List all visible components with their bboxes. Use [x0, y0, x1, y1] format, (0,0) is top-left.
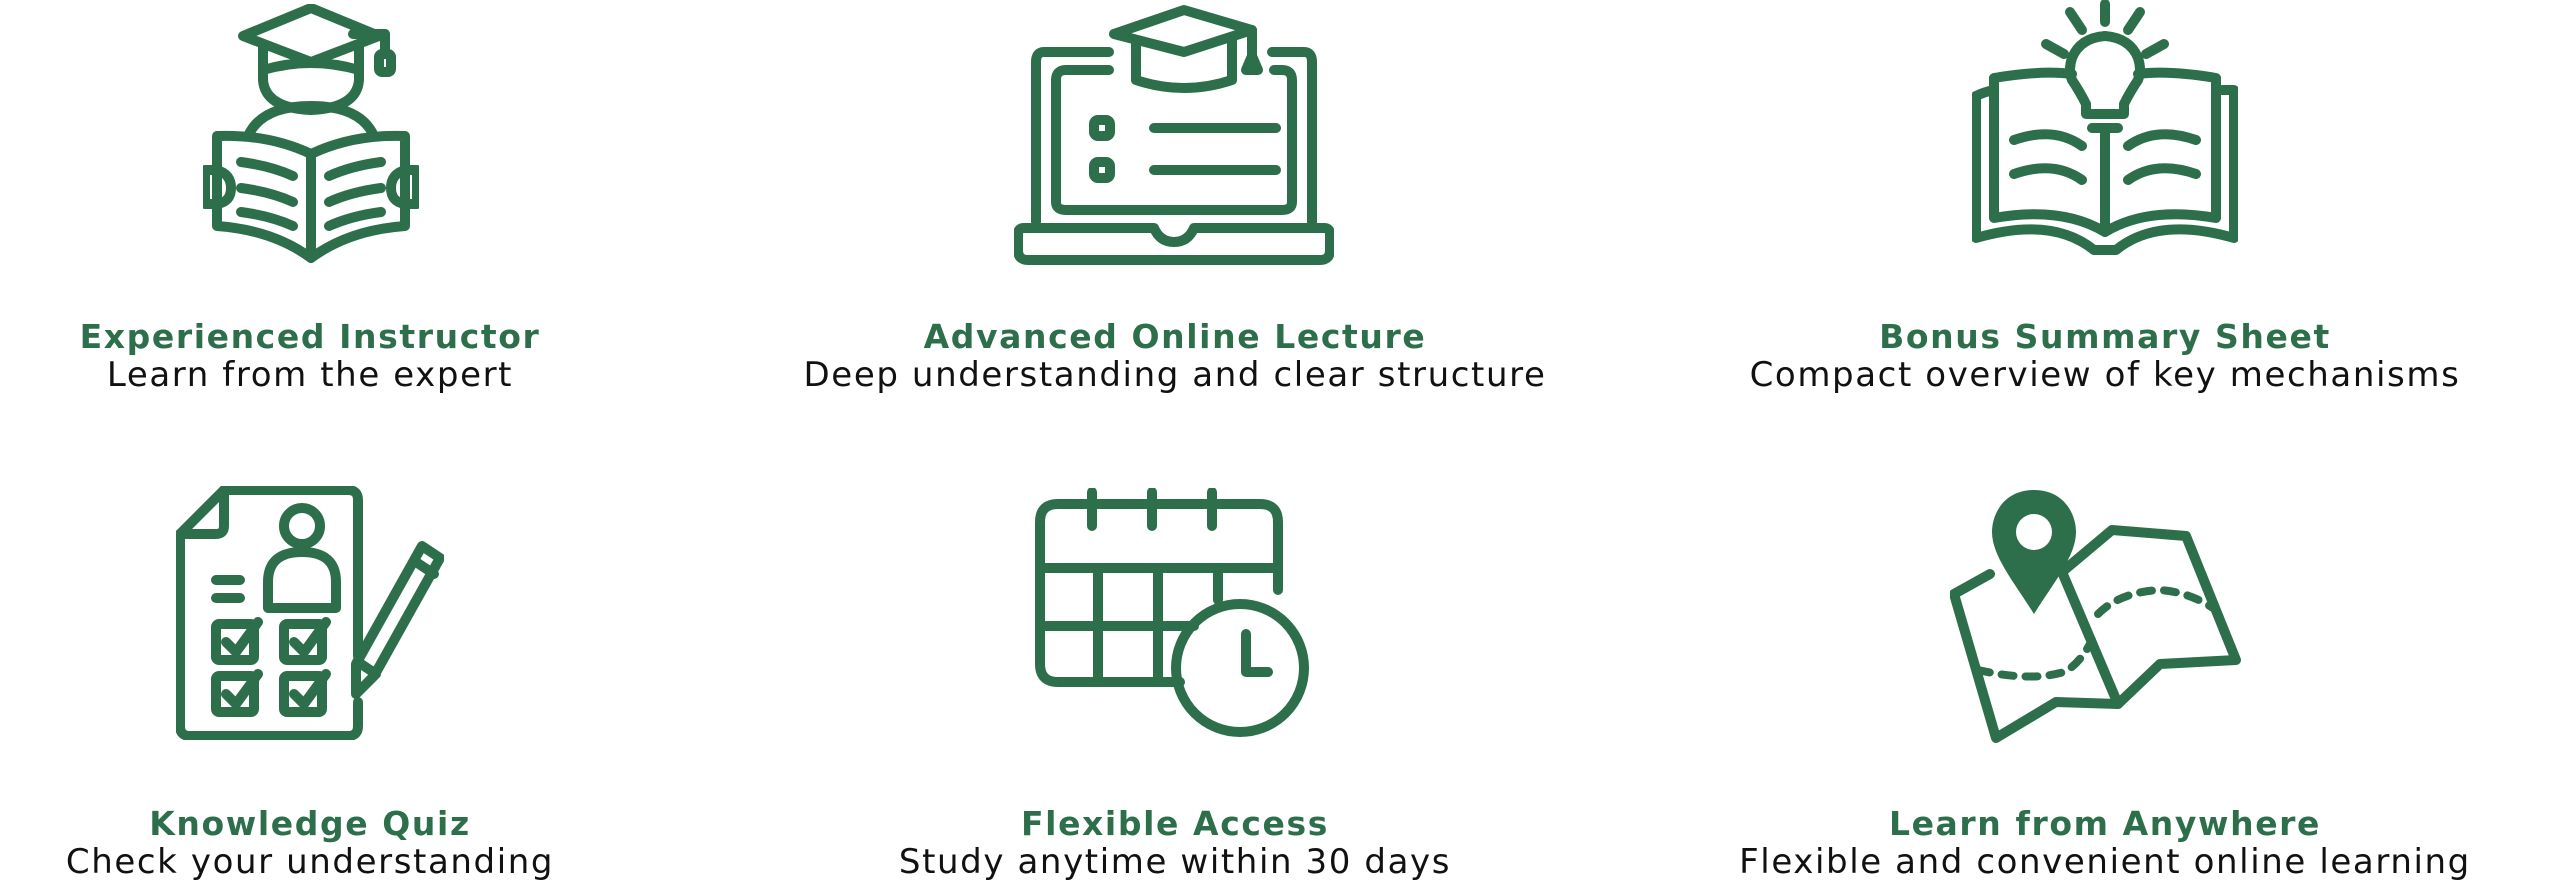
- feature-title: Bonus Summary Sheet: [1879, 317, 2331, 356]
- feature-subtitle: Check your understanding: [65, 842, 555, 882]
- laptop-graduation-cap-icon: [1014, 4, 1334, 266]
- feature-subtitle: Study anytime within 30 days: [898, 842, 1452, 882]
- feature-title: Experienced Instructor: [79, 317, 541, 356]
- graduate-reading-book-icon: [203, 4, 419, 266]
- feature-title: Learn from Anywhere: [1888, 804, 2322, 843]
- feature-title: Advanced Online Lecture: [923, 317, 1427, 356]
- feature-title: Knowledge Quiz: [149, 804, 471, 843]
- open-book-lightbulb-icon: [1972, 0, 2238, 258]
- calendar-clock-icon: [1034, 488, 1314, 742]
- feature-subtitle: Learn from the expert: [106, 355, 514, 395]
- map-location-pin-icon: [1950, 486, 2260, 744]
- quiz-checklist-pencil-icon: [176, 486, 444, 740]
- feature-subtitle: Flexible and convenient online learning: [1739, 842, 2471, 882]
- feature-subtitle: Deep understanding and clear structure: [803, 355, 1547, 395]
- feature-title: Flexible Access: [1021, 804, 1329, 843]
- feature-subtitle: Compact overview of key mechanisms: [1749, 355, 2461, 395]
